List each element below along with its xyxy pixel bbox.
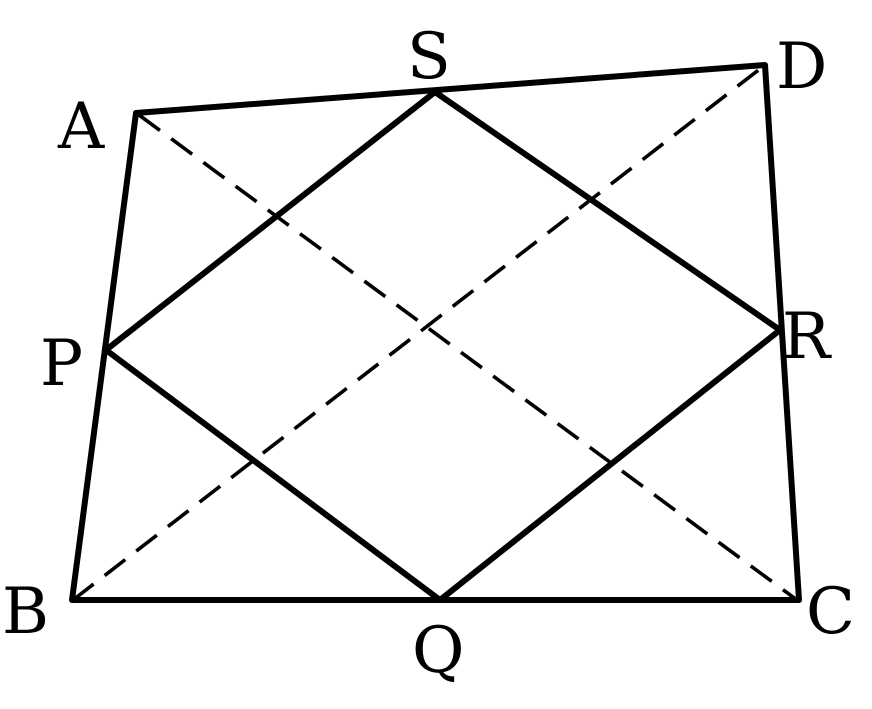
vertex-label-r: R: [782, 300, 832, 374]
diagonal-bd: [71, 63, 767, 602]
vertex-label-q: Q: [412, 614, 464, 688]
vertex-label-d: D: [776, 30, 827, 104]
inner-quadrilateral-pqrs: [103, 89, 783, 603]
vertex-label-p: P: [40, 327, 83, 401]
vertex-label-c: C: [806, 575, 855, 649]
vertex-label-s: S: [407, 20, 451, 94]
vertex-label-b: B: [2, 575, 49, 649]
outer-quadrilateral-abcd: [69, 62, 802, 603]
diagonal-ac: [137, 113, 799, 602]
vertex-label-a: A: [57, 90, 105, 164]
